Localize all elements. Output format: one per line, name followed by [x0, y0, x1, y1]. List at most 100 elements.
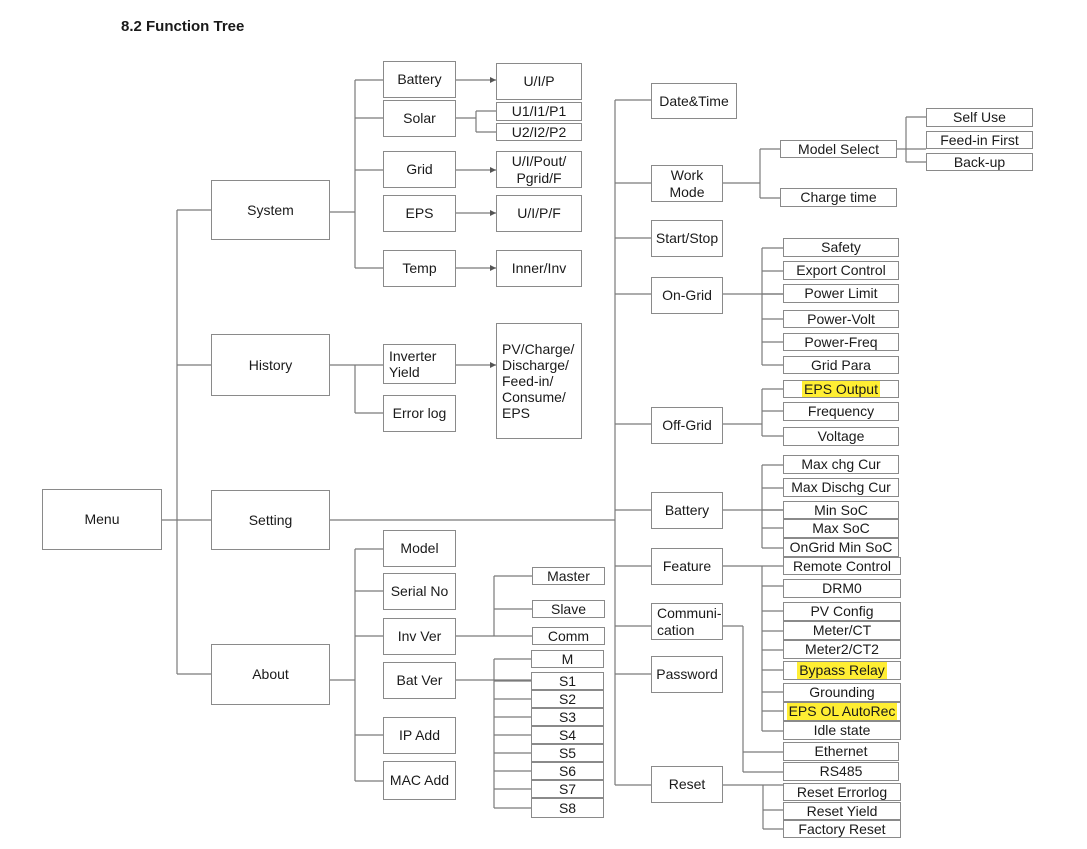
- node-label: Feature: [662, 558, 712, 575]
- node-system-solar-val1: U1/I1/P1: [496, 102, 582, 121]
- node-setting-reset-items-2: Factory Reset: [783, 820, 901, 838]
- node-label: Min SoC: [814, 501, 868, 518]
- node-label: Setting: [248, 511, 293, 528]
- node-label: Export Control: [796, 262, 886, 279]
- node-setting-communication-items-1: RS485: [783, 762, 899, 781]
- node-label: Inner/Inv: [511, 260, 567, 277]
- node-label: EPS OL AutoRec: [786, 703, 898, 720]
- node-label: MAC Add: [389, 772, 450, 789]
- node-label: RS485: [819, 763, 863, 780]
- node-setting-communication: Communi- cation: [651, 603, 723, 640]
- node-label: M: [561, 650, 574, 667]
- node-system-eps: EPS: [383, 195, 456, 232]
- node-about-bat-ver-items-5: S5: [531, 744, 604, 762]
- node-setting-modes-0: Self Use: [926, 108, 1033, 127]
- node-setting-date-time: Date&Time: [651, 83, 737, 119]
- node-setting-model-select: Model Select: [780, 140, 897, 158]
- node-setting-reset: Reset: [651, 766, 723, 803]
- node-label: S8: [558, 799, 577, 816]
- node-label: S5: [558, 744, 577, 761]
- node-setting-reset-items-1: Reset Yield: [783, 802, 901, 820]
- node-label: Grid: [406, 161, 433, 178]
- node-label: Password: [656, 666, 718, 683]
- node-setting-off-grid-items-1: Frequency: [783, 402, 899, 421]
- node-label: Model Select: [798, 140, 879, 157]
- node-label: Bypass Relay: [797, 662, 887, 679]
- node-setting-feature-items-7: EPS OL AutoRec: [783, 702, 901, 721]
- node-label: Safety: [821, 239, 861, 256]
- node-label: OnGrid Min SoC: [789, 539, 893, 556]
- node-setting-feature-items-0: Remote Control: [783, 557, 901, 575]
- node-about-bat-ver-items-7: S7: [531, 780, 604, 798]
- node-label: Solar: [403, 110, 436, 127]
- node-label: Grounding: [809, 684, 875, 701]
- node-label: Inv Ver: [397, 628, 442, 645]
- node-label: Model: [400, 540, 439, 557]
- node-label: Temp: [402, 260, 437, 277]
- node-label: On-Grid: [662, 287, 712, 304]
- node-history-inverter-yield: Inverter Yield: [383, 344, 456, 384]
- node-setting-start-stop: Start/Stop: [651, 220, 723, 257]
- node-label: S7: [558, 780, 577, 797]
- node-setting-battery-items-3: Max SoC: [783, 519, 899, 538]
- node-setting-charge-time: Charge time: [780, 188, 897, 207]
- node-label: EPS Output: [802, 380, 880, 398]
- node-setting-communication-items-0: Ethernet: [783, 742, 899, 761]
- node-about-bat-ver-items-2: S2: [531, 690, 604, 708]
- node-label: Slave: [550, 600, 587, 617]
- node-label: Error log: [392, 405, 447, 422]
- node-level1-history: History: [211, 334, 330, 396]
- node-system-solar: Solar: [383, 100, 456, 137]
- node-label: Voltage: [817, 428, 865, 445]
- node-system-eps-val: U/I/P/F: [496, 195, 582, 232]
- node-label: Idle state: [813, 722, 871, 739]
- node-label: Comm: [547, 627, 590, 644]
- node-setting-reset-items-0: Reset Errorlog: [783, 783, 901, 801]
- node-setting-password: Password: [651, 656, 723, 693]
- node-setting-battery-items-0: Max chg Cur: [783, 455, 899, 474]
- node-about-ip-add: IP Add: [383, 717, 456, 754]
- node-setting-off-grid: Off-Grid: [651, 407, 723, 444]
- node-label: IP Add: [398, 727, 440, 744]
- node-system-grid-val: U/I/Pout/ Pgrid/F: [496, 151, 582, 188]
- node-about-bat-ver-items-0: M: [531, 650, 604, 668]
- node-label: U2/I2/P2: [511, 123, 567, 140]
- node-setting-battery-items-1: Max Dischg Cur: [783, 478, 899, 497]
- node-setting-feature: Feature: [651, 548, 723, 585]
- node-setting-on-grid-items-5: Grid Para: [783, 356, 899, 374]
- node-label: Charge time: [800, 189, 877, 206]
- node-label: Factory Reset: [798, 820, 886, 837]
- node-about-mac-add: MAC Add: [383, 761, 456, 800]
- node-label: About: [252, 666, 289, 683]
- node-about-bat-ver-items-4: S4: [531, 726, 604, 744]
- node-label: Date&Time: [659, 92, 729, 109]
- node-label: Reset Yield: [806, 802, 878, 819]
- node-label: Inverter Yield: [389, 347, 437, 380]
- node-system-temp: Temp: [383, 250, 456, 287]
- node-setting-feature-items-2: PV Config: [783, 602, 901, 621]
- node-setting-battery: Battery: [651, 492, 723, 529]
- node-setting-feature-items-8: Idle state: [783, 721, 901, 740]
- node-about-bat-ver-items-1: S1: [531, 672, 604, 690]
- node-label: Power Limit: [804, 285, 878, 302]
- node-label: Power-Freq: [804, 333, 878, 350]
- node-system-grid: Grid: [383, 151, 456, 188]
- node-label: Reset Errorlog: [796, 783, 888, 800]
- node-label: U/I/Pout/ Pgrid/F: [511, 153, 567, 186]
- node-history-yield-items: PV/Charge/ Discharge/ Feed-in/ Consume/ …: [496, 323, 582, 439]
- node-system-temp-val: Inner/Inv: [496, 250, 582, 287]
- node-about-bat-ver: Bat Ver: [383, 662, 456, 699]
- node-system-battery-val: U/I/P: [496, 63, 582, 100]
- node-label: Master: [547, 567, 590, 584]
- node-label: Serial No: [390, 583, 449, 600]
- node-setting-modes-1: Feed-in First: [926, 131, 1033, 149]
- node-label: Frequency: [807, 403, 875, 420]
- node-label: S1: [558, 672, 577, 689]
- node-label: Back-up: [953, 153, 1006, 170]
- node-label: System: [247, 201, 294, 218]
- node-label: U1/I1/P1: [511, 103, 567, 120]
- node-label: Max SoC: [812, 520, 870, 537]
- node-label: S4: [558, 726, 577, 743]
